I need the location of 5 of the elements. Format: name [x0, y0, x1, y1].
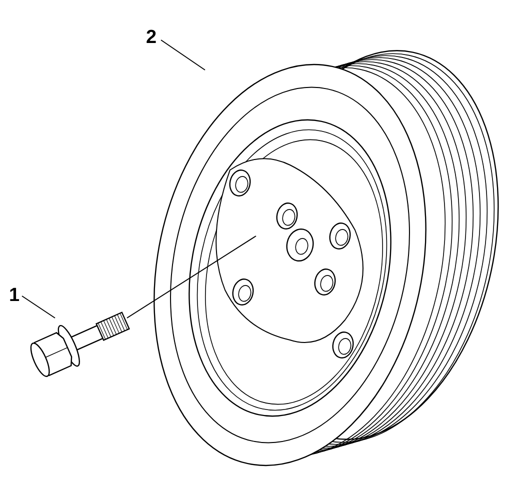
axis-line	[126, 236, 256, 318]
leader-line	[160, 40, 206, 70]
callout-number: 1	[9, 286, 20, 306]
leader-line	[22, 296, 56, 318]
callout-number: 2	[146, 28, 157, 48]
